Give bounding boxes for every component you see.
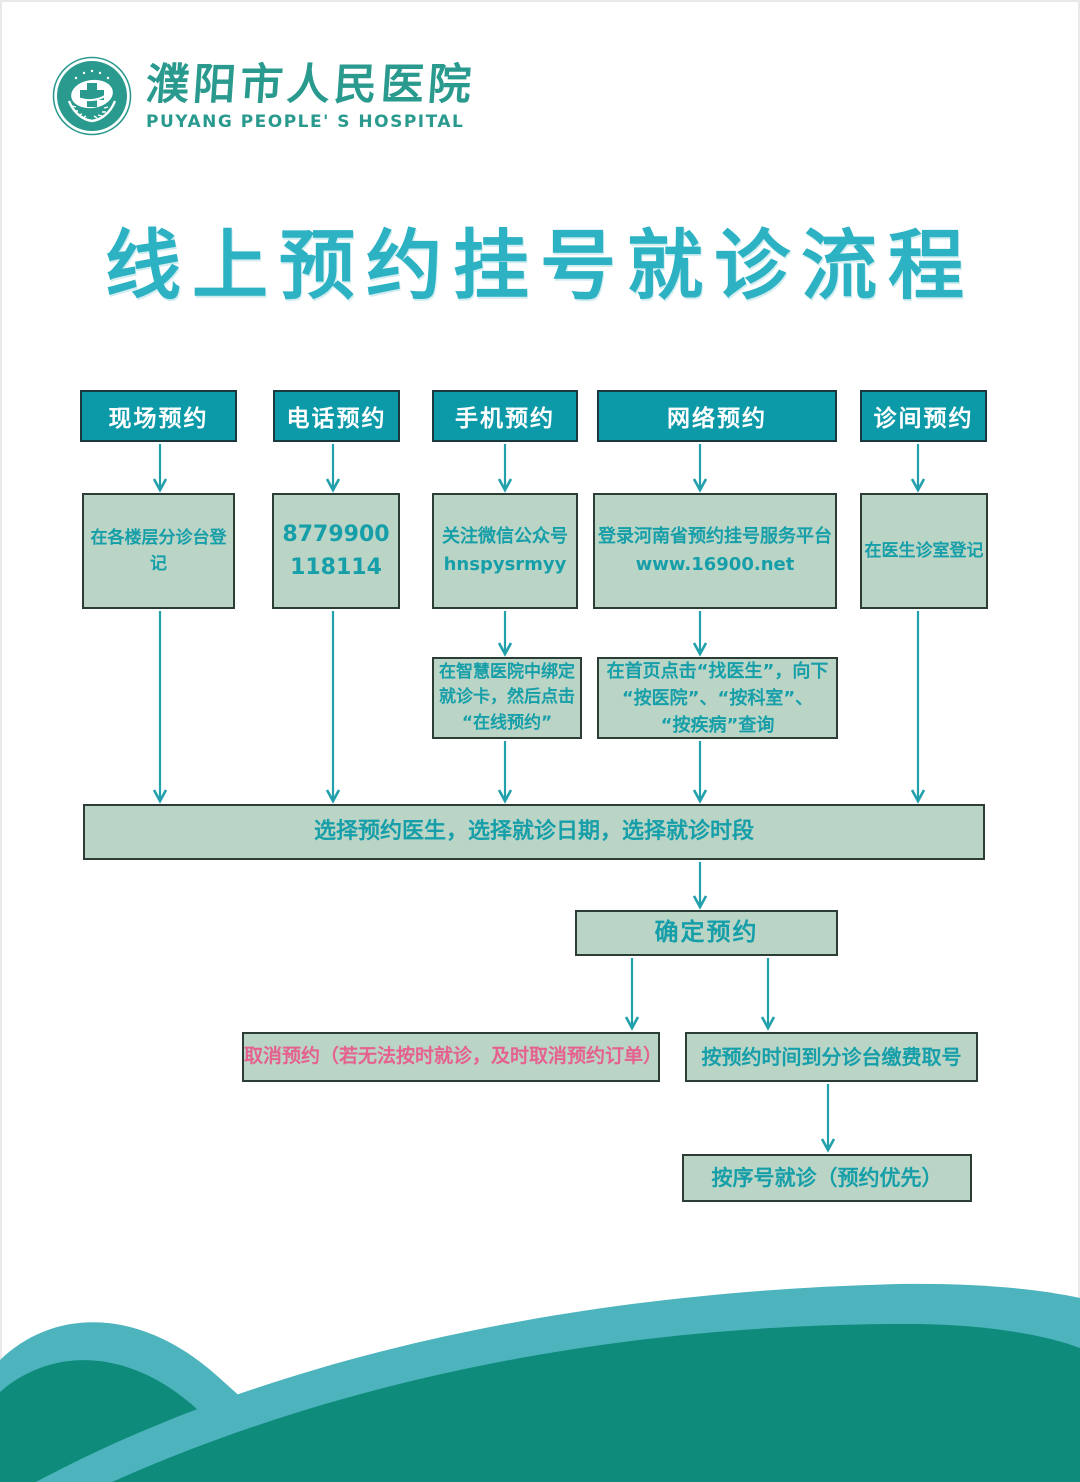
flow-step-onsite-register: 在各楼层分诊台登记 [82, 493, 235, 609]
hospital-name-en: PUYANG PEOPLE' S HOSPITAL [146, 112, 465, 132]
flow-confirm-box: 确定预约 [575, 910, 838, 956]
hospital-logo-text: 濮阳市人民医院 PUYANG PEOPLE' S HOSPITAL [144, 56, 477, 132]
wave-decoration [0, 1283, 1080, 1482]
flow-step-web-platform: 登录河南省预约挂号服务平台 www.16900.net [593, 493, 837, 609]
flow-step-bind-card: 在智慧医院中绑定 就诊卡，然后点击 “在线预约” [432, 657, 582, 739]
flow-step-wechat-account: 关注微信公众号 hnspysrmyy [432, 493, 578, 609]
page-title: 线上预约挂号就诊流程 [105, 221, 975, 310]
hospital-emblem-icon [52, 56, 132, 136]
flow-cancel-box: 取消预约（若无法按时就诊，及时取消预约订单） [242, 1032, 662, 1082]
flow-step-phone-numbers: 8779900 118114 [272, 493, 400, 609]
flow-header-onsite: 现场预约 [80, 390, 237, 442]
flow-step-clinic-register: 在医生诊室登记 [860, 493, 988, 609]
flow-header-mobile: 手机预约 [432, 390, 578, 442]
hospital-name-cn: 濮阳市人民医院 [144, 60, 477, 110]
flow-step-search-doctor: 在首页点击“找医生”，向下 “按医院”、“按科室”、 “按疾病”查询 [597, 657, 838, 739]
flow-pay-box: 按预约时间到分诊台缴费取号 [685, 1032, 978, 1082]
hospital-logo: 濮阳市人民医院 PUYANG PEOPLE' S HOSPITAL [52, 56, 477, 136]
flow-select-bar: 选择预约医生，选择就诊日期，选择就诊时段 [83, 804, 985, 860]
flow-header-clinic: 诊间预约 [860, 390, 987, 442]
flow-header-web: 网络预约 [597, 390, 837, 442]
flow-header-phone: 电话预约 [273, 390, 400, 442]
flow-final-box: 按序号就诊（预约优先） [682, 1154, 972, 1202]
